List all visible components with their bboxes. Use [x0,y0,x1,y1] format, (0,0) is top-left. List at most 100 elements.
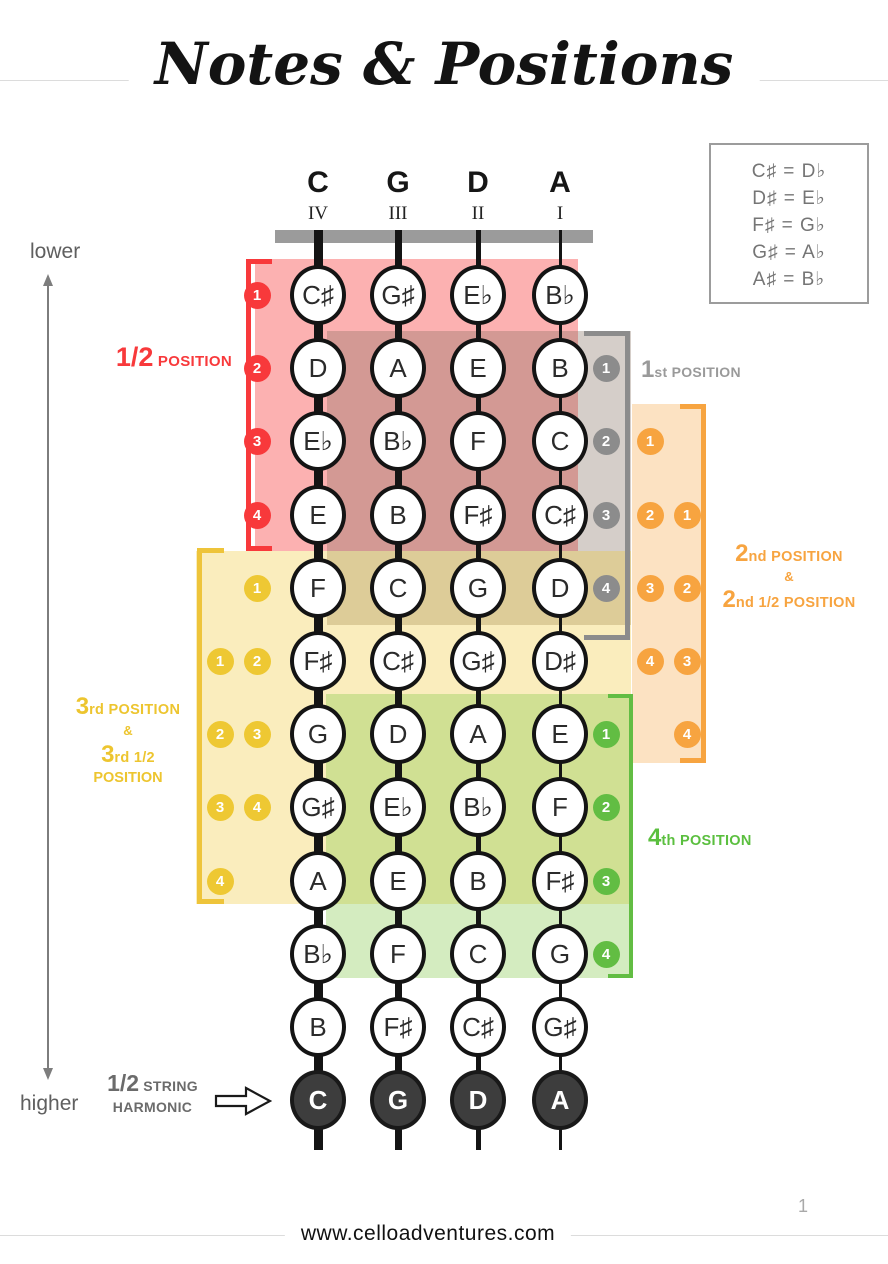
finger-badge: 3 [673,647,701,675]
note-circle: E [450,338,506,398]
harmonic-note-circle: G [370,1070,426,1130]
finger-badge: 4 [592,940,620,968]
pitch-direction-arrow [43,274,53,1080]
legend-item: A♯ = B♭ [752,269,826,290]
note-circle: F [450,411,506,471]
string-letter: C [307,166,329,199]
nut-bar [275,230,593,243]
finger-badge: 4 [206,867,234,895]
legend-item: F♯ = G♭ [752,215,826,236]
harmonic-note-circle: C [290,1070,346,1130]
legend-item: D♯ = E♭ [752,188,826,209]
finger-badge: 4 [592,574,620,602]
note-circle: B [532,338,588,398]
note-circle: E♭ [290,411,346,471]
finger-badge: 3 [592,867,620,895]
note-circle: B♭ [370,411,426,471]
footer-website: www.celloadventures.com [284,1222,572,1246]
label-harmonic-line2: HARMONIC [112,1099,193,1115]
string-numeral: III [388,203,408,224]
label-half-big: 1/2 [115,342,154,372]
note-circle: E♭ [370,777,426,837]
label-half-small: POSITION [153,353,232,370]
page-number: 1 [798,1196,809,1216]
finger-badge: 4 [673,720,701,748]
note-circle: F [290,558,346,618]
note-circle: G♯ [532,997,588,1057]
finger-badge: 1 [592,354,620,382]
finger-badge: 2 [592,427,620,455]
finger-badge: 3 [636,574,664,602]
note-circle: F♯ [532,851,588,911]
label-half-position: 1/2 POSITION [50,342,232,373]
finger-badge: 1 [243,281,271,309]
note-circle: G♯ [450,631,506,691]
finger-badge: 2 [673,574,701,602]
finger-badge: 2 [636,501,664,529]
string-numeral: II [471,203,485,224]
label-third-line2-big: 3 [101,741,115,768]
label-first-big: 1 [641,356,655,383]
finger-badge: 1 [206,647,234,675]
harmonic-note-circle: D [450,1070,506,1130]
label-harmonic: 1/2 STRING HARMONIC [90,1070,215,1117]
label-harmonic-small: STRING [139,1078,198,1094]
note-circle: A [450,704,506,764]
note-circle: A [370,338,426,398]
finger-badge: 2 [592,793,620,821]
note-circle: E [532,704,588,764]
note-circle: F♯ [290,631,346,691]
string-numeral: I [556,203,564,224]
note-circle: G♯ [370,265,426,325]
note-circle: G [532,924,588,984]
label-fourth-position: 4th POSITION [648,824,752,852]
legend-item: C♯ = D♭ [751,161,827,182]
note-circle: E [290,485,346,545]
finger-badge: 1 [592,720,620,748]
legend-box: C♯ = D♭ D♯ = E♭ F♯ = G♭ G♯ = A♭ A♯ = B♭ [709,143,869,304]
label-third-amp: & [123,723,133,738]
higher-label: higher [20,1092,79,1115]
note-circle: A [290,851,346,911]
note-circle: B [290,997,346,1057]
note-circle: F [370,924,426,984]
note-circle: D [290,338,346,398]
label-fourth-big: 4 [648,824,662,851]
page-title: Notes & Positions [128,30,760,98]
label-third-line1-big: 3 [75,693,90,720]
harmonic-arrow-icon [214,1086,272,1116]
label-first-small: st POSITION [654,364,741,380]
note-circle: B♭ [532,265,588,325]
label-second-line2-small: nd 1/2 POSITION [735,595,856,611]
label-fourth-small: th POSITION [661,833,752,849]
label-second-position: 2nd POSITION & 2nd 1/2 POSITION [693,541,885,613]
label-third-line2-small: rd 1/2 [114,750,155,766]
label-second-line2-big: 2 [722,586,736,613]
note-circle: B♭ [290,924,346,984]
label-harmonic-big: 1/2 [107,1070,140,1096]
string-letter: A [549,166,571,199]
finger-badge: 2 [243,354,271,382]
note-circle: C♯ [532,485,588,545]
finger-badge: 1 [243,574,271,602]
label-third-line1-small: rd POSITION [89,702,181,718]
finger-badge: 3 [243,427,271,455]
finger-badge: 3 [592,501,620,529]
note-circle: E♭ [450,265,506,325]
finger-badge: 2 [243,647,271,675]
label-second-line1-big: 2 [735,540,749,567]
bracket-third-position [197,548,224,904]
note-circle: F♯ [450,485,506,545]
finger-badge: 4 [636,647,664,675]
string-letter: D [467,166,489,199]
note-circle: F [532,777,588,837]
label-second-line1-small: nd POSITION [748,549,843,565]
legend-item: G♯ = A♭ [752,242,826,263]
finger-badge: 2 [206,720,234,748]
harmonic-note-circle: A [532,1070,588,1130]
bracket-half-position [246,259,272,551]
note-circle: B♭ [450,777,506,837]
bracket-second-position [680,404,706,763]
finger-badge: 4 [243,793,271,821]
